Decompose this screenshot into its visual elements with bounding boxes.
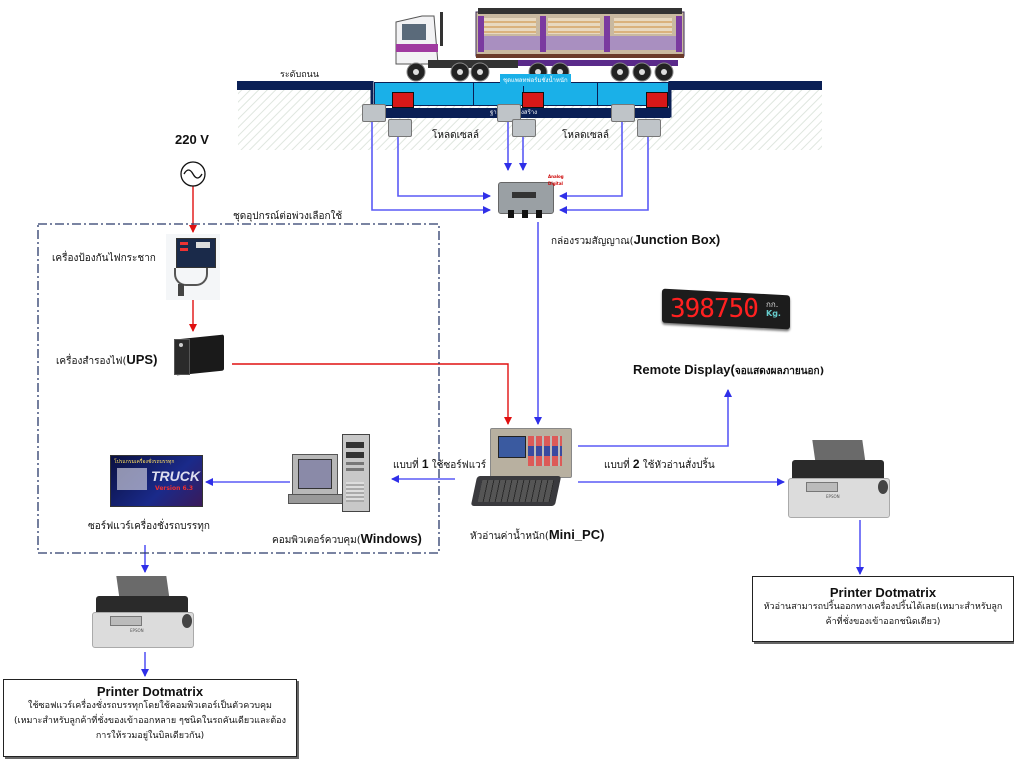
load-cell-icon: [362, 104, 386, 122]
ups-label-en: UPS): [126, 352, 158, 367]
ups-label-thai: เครื่องสำรองไฟ(: [56, 356, 127, 367]
load-cell-icon: [611, 104, 635, 122]
load-cell-icon: [637, 119, 661, 137]
mode-1-number: 1: [421, 457, 429, 471]
printer-left-line: ใช้ซอฟแวร์เครื่องชั่งรถบรรทุกโดยใช้คอมพิ…: [28, 701, 272, 711]
mode-2-prefix: แบบที่: [604, 460, 633, 471]
mode-1-suffix: ใช้ซอร์ฟแวร์: [428, 460, 487, 471]
road-surface-left: [237, 81, 372, 90]
printer-right-line: หัวอ่านสามารถปริ้นออกทางเครื่องปริ้นได้เ…: [763, 602, 1003, 612]
power-voltage-label: 220 V: [175, 132, 209, 147]
ups-label: เครื่องสำรองไฟ(UPS): [56, 352, 157, 369]
printer-left-image: EPSON: [88, 576, 198, 652]
load-cell-label-2: โหลดเซลล์: [562, 130, 610, 141]
load-cell-mount: [392, 92, 414, 108]
load-cell-icon: [512, 119, 536, 137]
road-surface-right: [670, 81, 822, 90]
load-cell-mount: [522, 92, 544, 108]
mode-1-prefix: แบบที่: [393, 460, 422, 471]
load-cell-icon: [388, 119, 412, 137]
junction-box-tag-analog: Analog: [548, 174, 564, 179]
junction-box-label: กล่องรวมสัญญาณ(Junction Box): [551, 232, 720, 249]
printer-right-line: ค้าที่ชั่งของเข้าออกชนิดเดียว): [825, 617, 941, 627]
load-cell-mount: [646, 92, 668, 108]
remote-display-label-en: Remote Display(: [633, 362, 735, 377]
junction-box-label-thai: กล่องรวมสัญญาณ(: [551, 236, 634, 247]
junction-box-label-en: Junction Box): [633, 232, 721, 247]
mini-pc-label: หัวอ่านค่าน้ำหนัก(Mini_PC): [470, 527, 604, 544]
junction-box-tag-digital: Digital: [548, 181, 563, 186]
road-level-label: ระดับถนน: [280, 70, 319, 80]
surge-protector-image: [166, 234, 220, 300]
surge-protector-label: เครื่องป้องกันไฟกระชาก: [52, 253, 156, 264]
printer-right-image: EPSON: [784, 436, 894, 520]
mode-2-suffix: ใช้หัวอ่านสั่งปริ้น: [639, 460, 715, 471]
remote-display-value: 398750: [670, 294, 759, 324]
ups-image: [170, 331, 226, 376]
load-cell-label-1: โหลดเซลล์: [432, 130, 480, 141]
computer-label: คอมพิวเตอร์ควบคุม(Windows): [272, 531, 422, 548]
printer-left-line: (เหมาะสำหรับลูกค้าที่ชั่งของเข้าออกหลาย …: [14, 716, 286, 726]
mini-pc-label-en: Mini_PC): [548, 527, 605, 542]
software-box-title: โปรแกรมเครื่องชั่งรถบรรทุก: [114, 459, 175, 465]
printer-left-title: Printer Dotmatrix: [96, 684, 204, 699]
computer-image: [288, 432, 376, 512]
remote-display-image: 398750 กก. Kg.: [662, 288, 792, 330]
printer-right-brand: EPSON: [826, 494, 840, 499]
software-label: ซอร์ฟแวร์เครื่องชั่งรถบรรทุก: [88, 521, 210, 532]
mini-pc-label-thai: หัวอ่านค่าน้ำหนัก(: [470, 531, 549, 542]
optional-equipment-group: [37, 223, 440, 554]
scale-plate-label: ชุดแพลทฟอร์มชั่งน้ำหนัก: [500, 74, 571, 86]
remote-display-unit-en: Kg.: [766, 309, 781, 318]
remote-display-label: Remote Display(จอแสดงผลภายนอก): [633, 362, 824, 379]
software-box-name: TRUCK: [151, 468, 200, 484]
computer-label-en: Windows): [360, 531, 422, 546]
remote-display-unit-thai: กก.: [766, 300, 779, 309]
optional-group-label: ชุดอุปกรณ์ต่อพ่วงเลือกใช้: [233, 211, 343, 222]
printer-left-line: การให้รวมอยู่ในบิลเดียวกัน): [95, 731, 205, 741]
truck-software-image: โปรแกรมเครื่องชั่งรถบรรทุก TRUCK Version…: [110, 455, 203, 507]
mode-1-label: แบบที่ 1 ใช้ซอร์ฟแวร์: [393, 457, 486, 473]
remote-display-label-thai: จอแสดงผลภายนอก): [734, 366, 825, 377]
computer-label-thai: คอมพิวเตอร์ควบคุม(: [272, 535, 361, 546]
printer-left-description-box: Printer Dotmatrix ใช้ซอฟแวร์เครื่องชั่งร…: [3, 679, 297, 757]
printer-right-description-box: Printer Dotmatrix หัวอ่านสามารถปริ้นออกท…: [752, 576, 1014, 642]
truck-image: [388, 4, 688, 84]
printer-right-title: Printer Dotmatrix: [829, 585, 937, 600]
software-box-version: Version 6.3: [155, 485, 194, 492]
mode-2-label: แบบที่ 2 ใช้หัวอ่านสั่งปริ้น: [604, 457, 715, 473]
load-cell-icon: [497, 104, 521, 122]
printer-left-brand: EPSON: [130, 628, 144, 633]
mini-pc-indicator-image: [470, 428, 574, 510]
mode-2-number: 2: [632, 457, 640, 471]
junction-box-image: [494, 176, 556, 220]
